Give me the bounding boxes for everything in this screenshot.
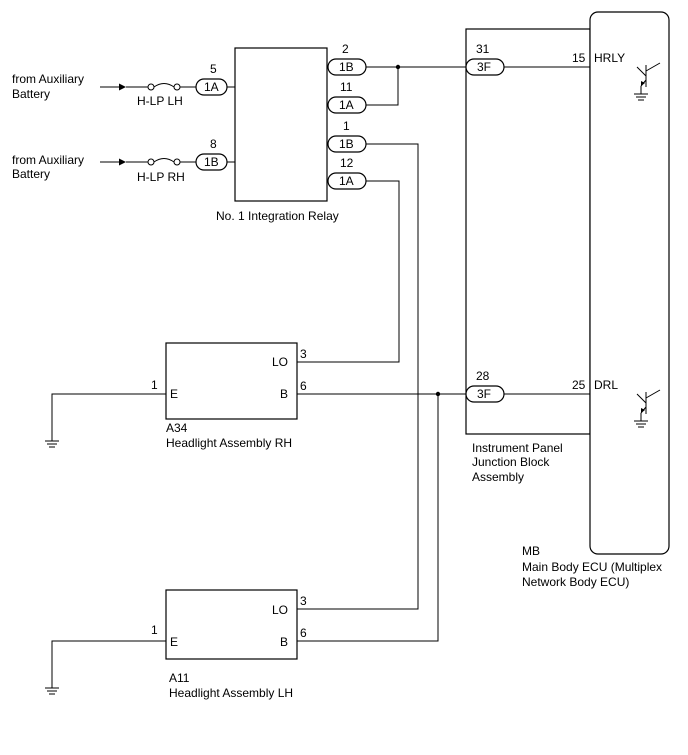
integration-relay-label: No. 1 Integration Relay: [216, 209, 339, 223]
relay-out-pin-3: 12: [340, 156, 354, 170]
headlight-lh-label: Headlight Assembly LH: [169, 686, 293, 700]
relay-out-conn-0-label: 1B: [339, 60, 354, 74]
aux-source-1-line2: Battery: [12, 87, 50, 101]
relay-out-pin-2: 1: [343, 119, 350, 133]
arrow-rh-icon: [119, 158, 126, 166]
integration-relay-box: [234, 47, 328, 202]
headlight-lh-term-lo: LO: [272, 603, 288, 617]
headlight-rh-term-e: E: [170, 387, 178, 401]
headlight-lh-term-e: E: [170, 635, 178, 649]
fuse-lh-label: H-LP LH: [137, 94, 183, 108]
fuse-rh-label: H-LP RH: [137, 170, 185, 184]
headlight-lh-box: [165, 589, 298, 660]
jb-label-line2: Junction Block: [472, 455, 550, 469]
ecu-label-line1: Main Body ECU (Multiplex: [522, 560, 662, 574]
headlight-lh-pin-b: 6: [300, 626, 307, 640]
jb-conn-top-label: 3F: [477, 60, 491, 74]
ecu-signal-drl: DRL: [594, 378, 618, 392]
relay-out-conn-3-label: 1A: [339, 174, 354, 188]
relay-out-pin-1: 11: [340, 80, 353, 94]
wire-lh-b: [297, 394, 439, 642]
headlight-rh-term-lo: LO: [272, 355, 288, 369]
relay-pin-in-lh: 5: [210, 62, 217, 76]
conn-in-rh: [195, 153, 228, 171]
feed-rh: [100, 158, 235, 166]
main-body-ecu-box: [589, 11, 670, 555]
ecu-pin-drl: 25: [572, 378, 586, 392]
jb-label-line3: Assembly: [472, 470, 524, 484]
headlight-rh-pin-e: 1: [151, 378, 158, 392]
headlight-rh-box: [165, 342, 298, 420]
ecu-label-line2: Network Body ECU): [522, 575, 629, 589]
headlight-lh-pin-lo: 3: [300, 594, 307, 608]
headlight-rh-label: Headlight Assembly RH: [166, 436, 292, 450]
junction-block-box: [465, 28, 591, 435]
aux-source-2-line2: Battery: [12, 167, 50, 181]
transistor-hrly-icon: [634, 62, 661, 101]
ecu-code: MB: [522, 544, 540, 558]
relay-out-conn-2-label: 1B: [339, 137, 354, 151]
relay-out-conn-1-label: 1A: [339, 98, 354, 112]
headlight-rh-pin-b: 6: [300, 379, 307, 393]
relay-out-wires: [297, 64, 466, 610]
ground-lh-icon: [45, 640, 166, 695]
ecu-pin-hrly: 15: [572, 51, 586, 65]
conn-in-rh-label: 1B: [204, 155, 219, 169]
transistor-drl-icon: [634, 389, 661, 428]
headlight-lh-pin-e: 1: [151, 623, 158, 637]
jb-conn-bottom-label: 3F: [477, 387, 491, 401]
ecu-signal-hrly: HRLY: [594, 51, 625, 65]
headlight-lh-code: A11: [169, 671, 190, 685]
headlight-rh-term-b: B: [280, 387, 288, 401]
jb-label-line1: Instrument Panel: [472, 441, 563, 455]
relay-out-pin-0: 2: [342, 42, 349, 56]
headlight-rh-code: A34: [166, 421, 188, 435]
relay-pin-in-rh: 8: [210, 137, 217, 151]
arrow-lh-icon: [119, 83, 126, 91]
headlight-rh-pin-lo: 3: [300, 347, 307, 361]
jb-pin-bottom: 28: [476, 369, 490, 383]
aux-source-2-line1: from Auxiliary: [12, 153, 84, 167]
headlight-lh-term-b: B: [280, 635, 288, 649]
conn-in-lh-label: 1A: [204, 80, 219, 94]
ground-rh-icon: [45, 393, 166, 448]
aux-source-1-line1: from Auxiliary: [12, 72, 84, 86]
feed-lh: [100, 83, 235, 91]
conn-in-lh: [195, 78, 228, 96]
jb-pin-top: 31: [476, 42, 490, 56]
